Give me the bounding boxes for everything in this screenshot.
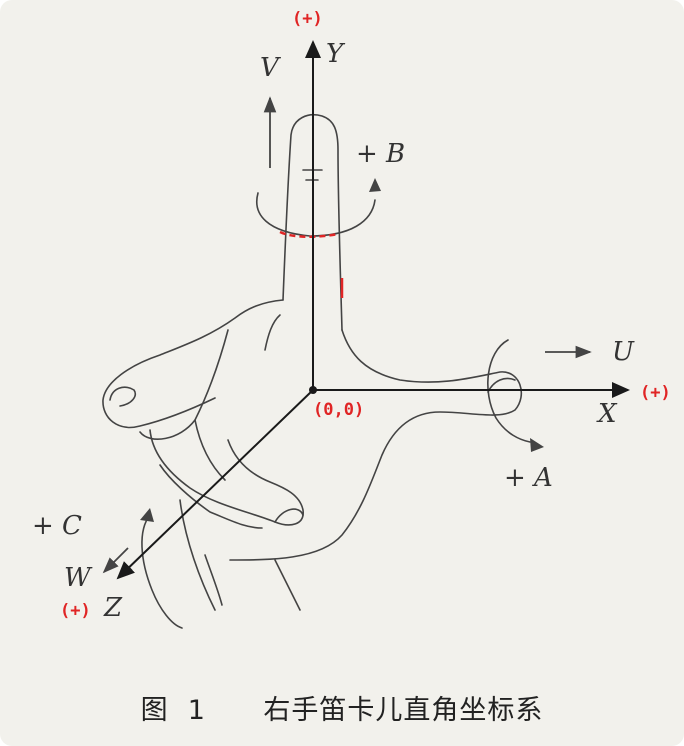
plus-a-label: + A	[504, 463, 553, 493]
hand-sketch	[102, 114, 531, 629]
rotation-arrowheads	[140, 178, 544, 522]
arrow-a-head	[530, 438, 544, 452]
arrow-c-head	[140, 508, 154, 522]
z-axis	[116, 389, 314, 580]
figure-title: 右手笛卡儿直角坐标系	[263, 695, 544, 726]
y-axis-label: Y	[326, 39, 346, 69]
figure-number: 图 1	[140, 695, 206, 726]
v-label: V	[260, 53, 281, 83]
x-positive-label: (+)	[640, 383, 671, 403]
z-positive-label: (+)	[60, 601, 91, 621]
u-label: U	[612, 337, 635, 367]
figure-caption: 图 1 右手笛卡儿直角坐标系	[0, 688, 684, 727]
x-axis-label: X	[596, 399, 618, 429]
plus-b-label: + B	[356, 139, 405, 169]
plus-c-label: + C	[32, 511, 82, 541]
z-axis-label: Z	[103, 593, 123, 623]
axes	[116, 40, 630, 580]
origin-label: (0,0)	[313, 400, 364, 420]
origin-dot	[309, 386, 317, 394]
y-positive-label: (+)	[292, 9, 323, 29]
red-marks	[279, 230, 344, 298]
w-arrow	[102, 547, 129, 574]
caption-gap	[206, 695, 264, 726]
w-label: W	[64, 563, 93, 593]
arrow-b-head	[369, 178, 381, 192]
